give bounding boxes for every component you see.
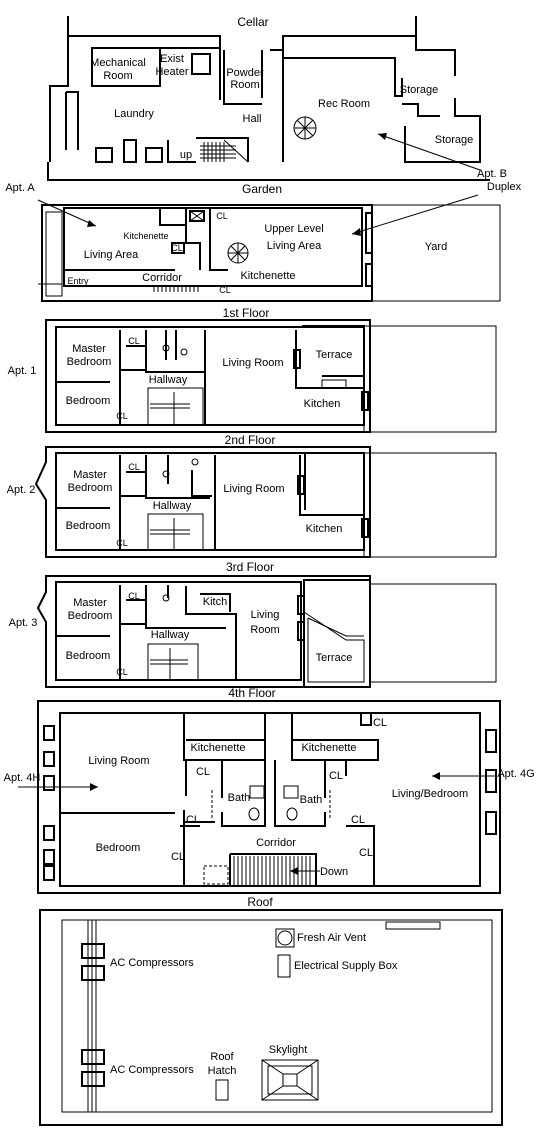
apt-1-cl2-label: CL [116,411,128,421]
second-floor-title: 2nd Floor [225,433,276,447]
first-floor-title: 1st Floor [223,306,270,320]
apt-2-cl2-label: CL [116,538,128,548]
4g-cl-mid-label: CL [351,814,365,826]
apt-3-kitch-label: Kitch [203,596,227,608]
third-floor-title: 3rd Floor [226,560,274,574]
yard-label: Yard [425,241,447,253]
apt-1-cl1-label: CL [128,336,140,346]
apt-1-terrace-label: Terrace [316,349,353,361]
4h-living-room-label: Living Room [88,755,149,767]
kitchenette-a-label: Kitchenette [123,231,168,241]
storage-lower-label: Storage [435,134,474,146]
electrical-supply-box-label: Electrical Supply Box [294,960,398,972]
living-area-a-label: Living Area [84,249,139,261]
apt-3-bedroom-label: Bedroom [66,650,111,662]
apt-2-hallway-label: Hallway [153,500,192,512]
4h-bedroom-label: Bedroom [96,842,141,854]
roof-hatch-icon [215,1079,229,1101]
apt-3-hallway-label: Hallway [151,629,190,641]
cl-top-label: CL [216,211,228,221]
roof-title: Roof [247,895,273,909]
4g-living-bedroom-label: Living/Bedroom [392,788,468,800]
apt-3-terrace-label: Terrace [316,652,353,664]
apt-2-bedroom-label: Bedroom [66,520,111,532]
apt-4h-label: Apt. 4H [4,772,41,784]
rec-room-label: Rec Room [318,98,370,110]
fourth-floor-title: 4th Floor [228,686,275,700]
4g-cl-upper-label: CL [329,770,343,782]
up-label: up [180,149,192,161]
4h-cl-mid-label: CL [186,814,200,826]
apt-1-label: Apt. 1 [8,365,37,377]
apt-3-cl1-label: CL [128,591,140,601]
apt-3-cl2-label: CL [116,667,128,677]
storage-upper-label: Storage [400,84,439,96]
skylight-icon [261,1059,319,1101]
kitchenette-b-label: Kitchenette [240,270,295,282]
garden-stairs [153,286,199,292]
garden-title: Garden [242,182,282,196]
apt-4g-label: Apt. 4G [497,768,534,780]
garden-spiral-stair-icon [227,242,249,264]
cl-bot-label: CL [219,285,231,295]
laundry-label: Laundry [114,108,154,120]
down-label: Down [320,866,348,878]
spiral-stair-icon [293,116,317,140]
4g-cl-lower-label: CL [359,847,373,859]
apt-2-kitchen-label: Kitchen [306,523,343,535]
apt-2-label: Apt. 2 [7,484,36,496]
apt-1-hallway-label: Hallway [149,374,188,386]
4h-cl-upper-label: CL [196,766,210,778]
corridor-label: Corridor [142,272,182,284]
apt-2-cl1-label: CL [128,462,140,472]
apt-2-living-room-label: Living Room [223,483,284,495]
4g-cl-top-label: CL [373,717,387,729]
skylight-label: Skylight [269,1044,308,1056]
4g-kitchenette-label: Kitchenette [301,742,356,754]
cellar-title: Cellar [237,15,268,29]
entry-label: Entry [67,276,89,286]
apt-a-label: Apt. A [5,182,35,194]
4h-bath-label: Bath [228,792,251,804]
apt-1-kitchen-label: Kitchen [304,398,341,410]
4h-cl-lower-label: CL [171,851,185,863]
4th-corridor-label: Corridor [256,837,296,849]
apt-1-bedroom-label: Bedroom [66,395,111,407]
hall-label: Hall [243,113,262,125]
apt-1-living-room-label: Living Room [222,357,283,369]
4h-kitchenette-label: Kitchenette [190,742,245,754]
fourth-floor-plan: 4th Floor Apt. 4H Apt. 4G Living [4,686,535,894]
electrical-box-icon [277,954,291,978]
cl-mid-label: CL [171,243,183,253]
fresh-air-vent-label: Fresh Air Vent [297,932,366,944]
ac-compressors-lower-label: AC Compressors [110,1064,194,1076]
roof-plan: Roof Fresh Air Vent Electrical Supply Bo… [39,895,503,1126]
ac-compressors-upper-label: AC Compressors [110,957,194,969]
apt-3-label: Apt. 3 [9,617,38,629]
4g-bath-label: Bath [300,794,323,806]
cellar-stairs [200,139,249,163]
fresh-air-vent-icon [275,928,295,948]
